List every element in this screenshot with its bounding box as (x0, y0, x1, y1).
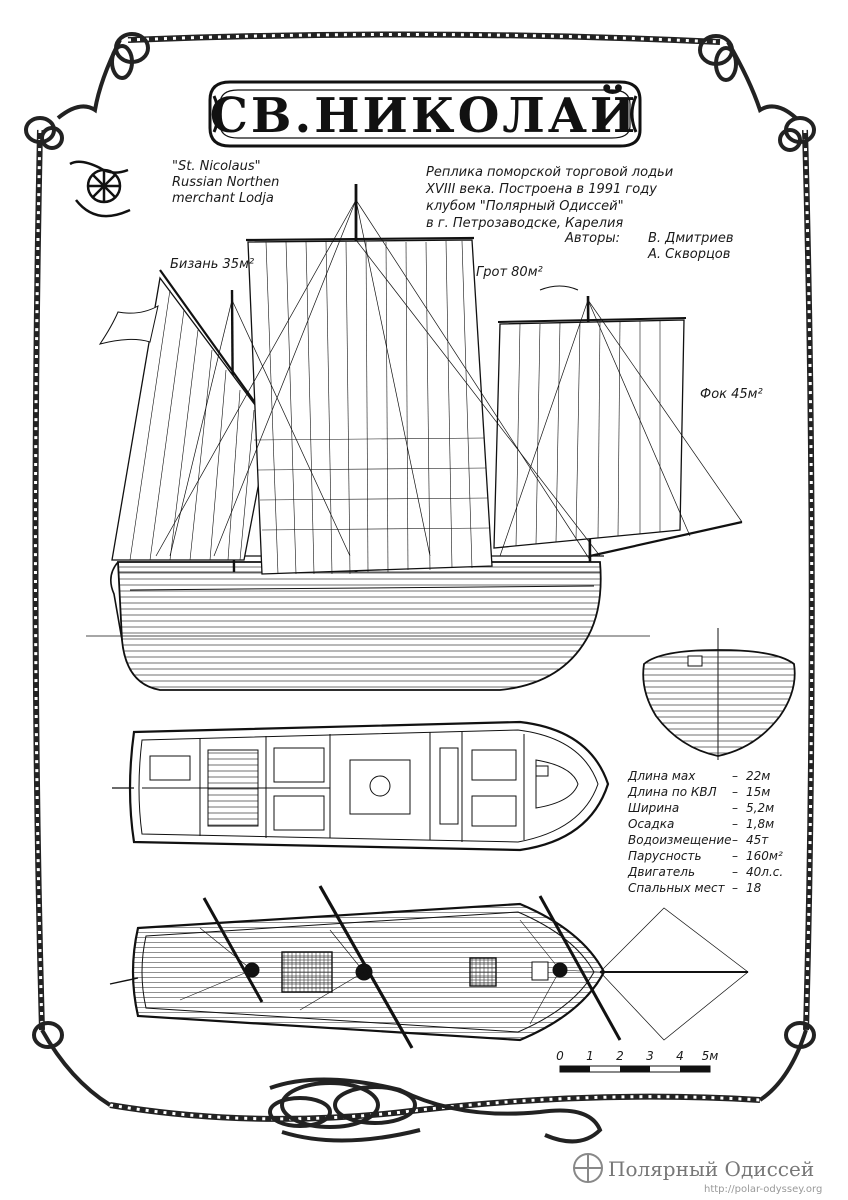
spec-value: 5,2м (746, 801, 774, 815)
description-line2: XVIII века. Построена в 1991 году (425, 182, 657, 197)
scale-tick-label: 3 (646, 1049, 654, 1063)
hull-section-drawing (642, 628, 796, 760)
scale-tick-label: 0 (556, 1049, 564, 1063)
spec-label: Ширина (628, 801, 679, 815)
spec-dash: – (732, 865, 738, 879)
scale-tick-label: 1 (586, 1049, 594, 1063)
spec-value: 40л.с. (746, 865, 783, 879)
watermark-url: http://polar-odyssey.org (704, 1184, 822, 1195)
page-title: СВ.НИКОЛАЙ (210, 83, 639, 144)
interior-plan-drawing (112, 720, 610, 852)
spec-value: 160м² (746, 849, 783, 863)
spec-label: Длина по КВЛ (627, 785, 717, 799)
sail-label-fore: Фок 45м² (700, 387, 763, 402)
description-line4: в г. Петрозаводске, Карелия (426, 216, 623, 231)
spec-value: 22м (746, 769, 770, 783)
spec-label: Длина мах (627, 769, 696, 783)
spec-value: 1,8м (746, 817, 774, 831)
spec-dash: – (732, 833, 738, 847)
subtitle-en-line1: "St. Nicolaus" (172, 159, 261, 174)
spec-dash: – (732, 769, 738, 783)
rope-knot-bottom-left (32, 1021, 112, 1107)
mizzen-sail (111, 276, 271, 561)
subtitle-en-line2: Russian Northen (172, 175, 279, 190)
spec-value: 18 (746, 881, 762, 895)
rope-border (32, 31, 815, 1122)
rope-knot-top-right (698, 34, 798, 120)
spec-dash: – (732, 849, 738, 863)
fore-sail (493, 319, 685, 549)
title-banner: СВ.НИКОЛАЙ (208, 80, 642, 148)
side-elevation-drawing (86, 184, 743, 691)
spec-label: Спальных мест (628, 881, 726, 895)
spec-dash: – (732, 801, 738, 815)
spec-label: Двигатель (627, 865, 695, 879)
spec-label: Осадка (628, 817, 674, 831)
spec-value: 45т (746, 833, 769, 847)
spec-label: Парусность (628, 849, 702, 863)
description-line1: Реплика поморской торговой лодьи (426, 165, 673, 180)
watermark-name: Полярный Одиссей (608, 1157, 814, 1181)
rope-knot-left (24, 116, 64, 150)
watermark-logo-icon (573, 1153, 603, 1183)
watermark: Полярный Одиссей http://polar-odyssey.or… (573, 1153, 822, 1195)
description-line3: клубом "Полярный Одиссей" (426, 199, 624, 214)
author-2: А. Скворцов (647, 247, 730, 262)
sail-label-main: Грот 80м² (476, 265, 543, 280)
rope-knot-bottom-right (758, 1021, 816, 1102)
polar-odyssey-emblem-icon (69, 160, 131, 218)
sail-label-mizzen: Бизань 35м² (170, 257, 254, 272)
rope-knot-top-left (56, 32, 150, 120)
spec-dash: – (732, 881, 738, 895)
author-1: В. Дмитриев (648, 231, 734, 246)
scale-bar: 0 1 2 3 4 5м (556, 1049, 719, 1073)
description: Реплика поморской торговой лодьи XVIII в… (425, 165, 734, 262)
scale-tick-label: 2 (616, 1049, 624, 1063)
scale-tick-label: 5м (702, 1049, 719, 1063)
hull-profile (117, 561, 602, 691)
spec-dash: – (732, 785, 738, 799)
subtitle-en-line3: merchant Lodja (172, 191, 274, 206)
stern-flag (98, 305, 159, 345)
subtitle-en: "St. Nicolaus" Russian Northen merchant … (172, 159, 279, 206)
spec-value: 15м (746, 785, 770, 799)
rope-knot-bottom-center (268, 1077, 603, 1144)
top-deck-drawing (109, 885, 749, 1049)
scale-tick-label: 4 (676, 1049, 684, 1063)
spec-label: Водоизмещение (628, 833, 732, 847)
rope-knot-right (778, 116, 816, 152)
authors-label: Авторы: (564, 231, 620, 246)
main-sail (247, 239, 493, 575)
spec-dash: – (732, 817, 738, 831)
